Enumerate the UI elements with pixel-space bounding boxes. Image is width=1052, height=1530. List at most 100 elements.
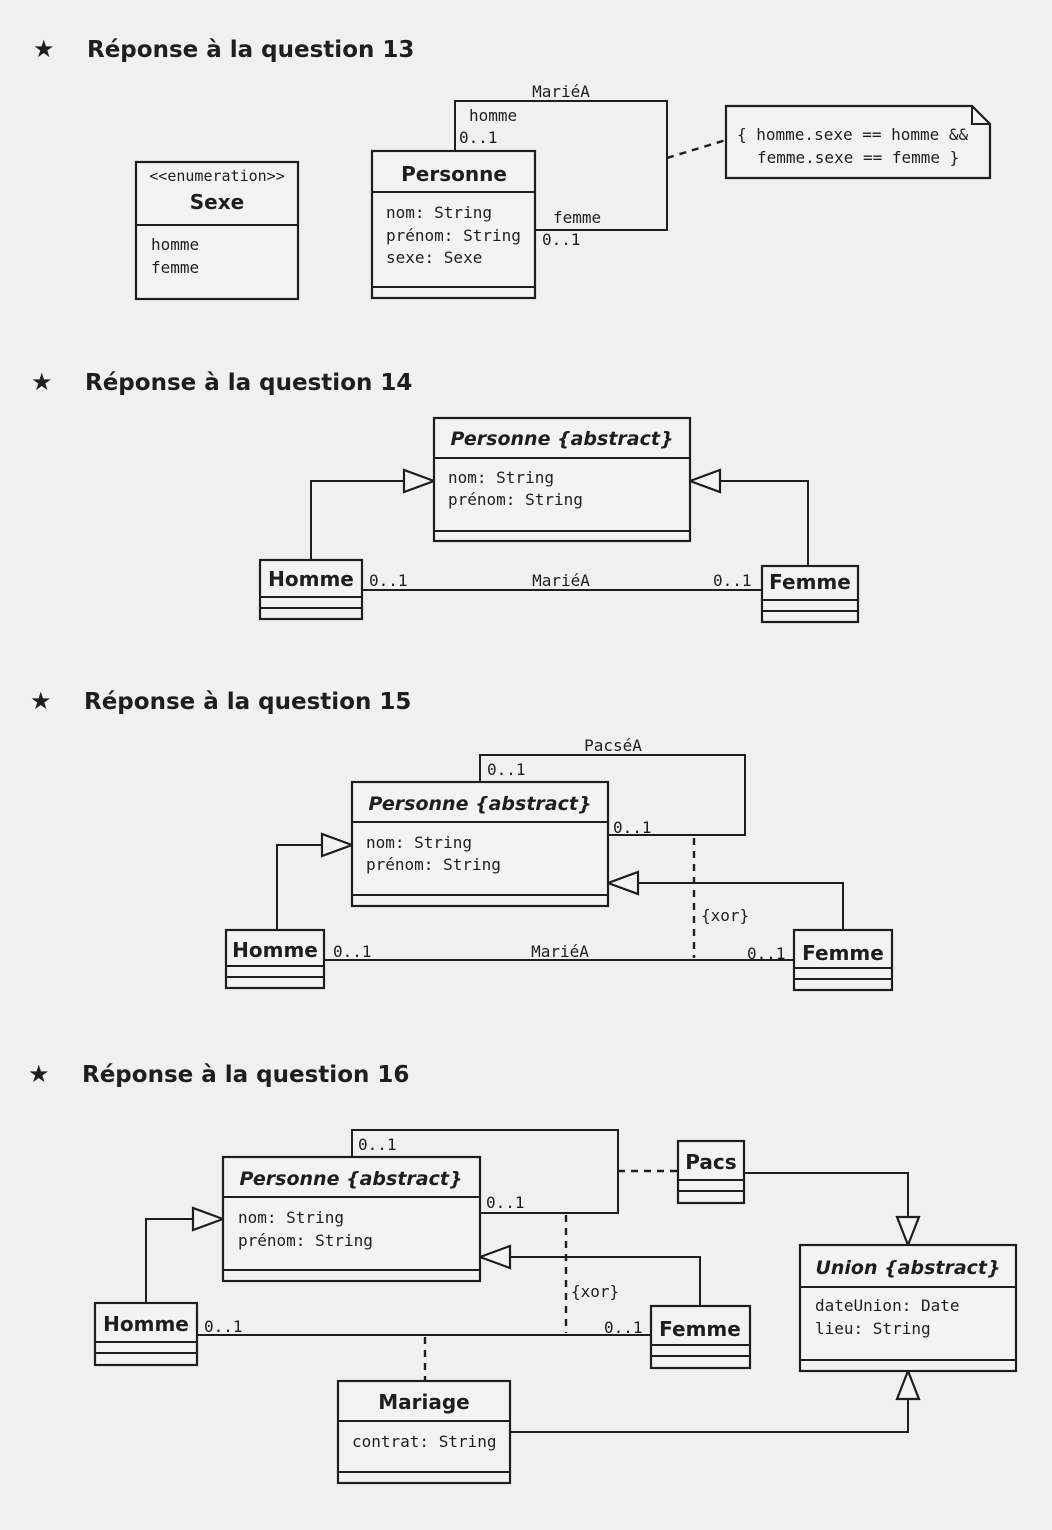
heading-q14: Réponse à la question 14	[85, 370, 412, 396]
class-homme: Homme	[224, 928, 326, 990]
generalization-line	[638, 882, 844, 930]
class-name: Homme	[268, 567, 354, 591]
star-icon: ★	[30, 687, 52, 715]
class-name: Femme	[769, 570, 851, 594]
enum-name: Sexe	[190, 190, 244, 214]
multiplicity-label: 0..1	[747, 944, 786, 963]
class-name: Pacs	[685, 1150, 736, 1174]
generalization-arrow-icon	[191, 1206, 227, 1232]
section-q13: ★ Réponse à la question 13 <<enumeration…	[33, 35, 992, 301]
class-homme: Homme	[258, 558, 364, 621]
star-icon: ★	[28, 1060, 50, 1088]
xor-label: {xor}	[571, 1282, 619, 1301]
constraint-line: { homme.sexe == homme &&	[737, 125, 969, 144]
class-name: Homme	[232, 938, 318, 962]
constraint-line: femme.sexe == femme }	[757, 148, 959, 167]
association-pacsea-line	[479, 754, 746, 836]
class-attribute: dateUnion: Date	[815, 1296, 960, 1315]
class-attribute: prénom: String	[366, 855, 501, 874]
class-attribute: prénom: String	[448, 490, 583, 509]
class-attribute: nom: String	[448, 468, 554, 487]
generalization-line	[310, 480, 404, 560]
class-name: Femme	[802, 941, 884, 965]
generalization-arrow-icon	[895, 1215, 921, 1249]
generalization-line	[276, 844, 322, 930]
multiplicity-label: 0..1	[459, 128, 498, 147]
heading-q13: Réponse à la question 13	[87, 37, 414, 63]
section-q16: ★ Réponse à la question 16 0..1 0..1 0..…	[28, 1060, 1018, 1485]
generalization-arrow-icon	[320, 832, 356, 858]
star-icon: ★	[31, 368, 53, 396]
multiplicity-label: 0..1	[713, 571, 752, 590]
class-personne-abstract: Personne {abstract} nom: String prénom: …	[432, 416, 692, 543]
multiplicity-label: 0..1	[204, 1317, 243, 1336]
generalization-arrow-icon	[686, 468, 722, 494]
association-name: MariéA	[531, 942, 589, 961]
enum-stereotype: <<enumeration>>	[149, 167, 284, 185]
generalization-arrow-icon	[895, 1367, 921, 1401]
generalization-arrow-icon	[476, 1244, 512, 1270]
multiplicity-label: 0..1	[604, 1318, 643, 1337]
heading-q15: Réponse à la question 15	[84, 689, 411, 715]
class-personne: Personne nom: String prénom: String sexe…	[370, 149, 537, 300]
association-mariea-line	[454, 100, 668, 231]
class-attribute: nom: String	[386, 203, 492, 222]
class-name: Femme	[659, 1317, 741, 1341]
multiplicity-label: 0..1	[358, 1135, 397, 1154]
class-femme: Femme	[760, 564, 860, 624]
class-name: Personne {abstract}	[240, 1168, 463, 1190]
class-femme: Femme	[649, 1304, 752, 1370]
class-personne-abstract: Personne {abstract} nom: String prénom: …	[350, 780, 610, 908]
class-name: Mariage	[378, 1390, 470, 1414]
generalization-arrow-icon	[604, 870, 640, 896]
class-attribute: prénom: String	[238, 1231, 373, 1250]
association-name: MariéA	[532, 82, 590, 101]
generalization-line	[720, 480, 809, 566]
class-pacs: Pacs	[676, 1139, 746, 1205]
enum-sexe: <<enumeration>> Sexe homme femme	[134, 160, 300, 301]
association-name: MariéA	[532, 571, 590, 590]
class-homme: Homme	[93, 1301, 199, 1367]
generalization-line	[145, 1218, 193, 1303]
class-attribute: nom: String	[366, 833, 472, 852]
generalization-line	[510, 1399, 909, 1433]
class-attribute: nom: String	[238, 1208, 344, 1227]
multiplicity-label: 0..1	[486, 1193, 525, 1212]
section-q14: ★ Réponse à la question 14 MariéA 0..1 0…	[31, 368, 860, 624]
class-name: Union {abstract}	[815, 1257, 1000, 1279]
multiplicity-label: 0..1	[613, 818, 652, 837]
class-name: Homme	[103, 1312, 189, 1336]
constraint-note: { homme.sexe == homme && femme.sexe == f…	[724, 104, 992, 180]
multiplicity-label: 0..1	[542, 230, 581, 249]
association-name: PacséA	[584, 736, 642, 755]
class-attribute: sexe: Sexe	[386, 248, 482, 267]
class-attribute: contrat: String	[352, 1432, 497, 1451]
class-attribute: lieu: String	[815, 1319, 931, 1338]
class-femme: Femme	[792, 928, 894, 992]
generalization-line	[744, 1172, 909, 1217]
multiplicity-label: 0..1	[487, 760, 526, 779]
class-personne-abstract: Personne {abstract} nom: String prénom: …	[221, 1155, 482, 1283]
xor-label: {xor}	[701, 906, 749, 925]
star-icon: ★	[33, 35, 55, 63]
class-union-abstract: Union {abstract} dateUnion: Date lieu: S…	[798, 1243, 1018, 1373]
note-connector	[666, 138, 727, 160]
association-self-line	[351, 1129, 619, 1214]
multiplicity-label: 0..1	[369, 571, 408, 590]
generalization-line	[510, 1256, 701, 1306]
generalization-arrow-icon	[402, 468, 438, 494]
role-label: femme	[553, 208, 601, 227]
class-name: Personne {abstract}	[451, 428, 674, 450]
enum-literal: homme	[151, 235, 199, 254]
role-label: homme	[469, 106, 517, 125]
class-attribute: prénom: String	[386, 226, 521, 245]
enum-literal: femme	[151, 258, 199, 277]
multiplicity-label: 0..1	[333, 942, 372, 961]
class-name: Personne {abstract}	[369, 793, 592, 815]
section-q15: ★ Réponse à la question 15 PacséA 0..1 0…	[30, 687, 894, 992]
class-mariage: Mariage contrat: String	[336, 1379, 512, 1485]
class-name: Personne	[401, 162, 507, 186]
heading-q16: Réponse à la question 16	[82, 1062, 409, 1088]
